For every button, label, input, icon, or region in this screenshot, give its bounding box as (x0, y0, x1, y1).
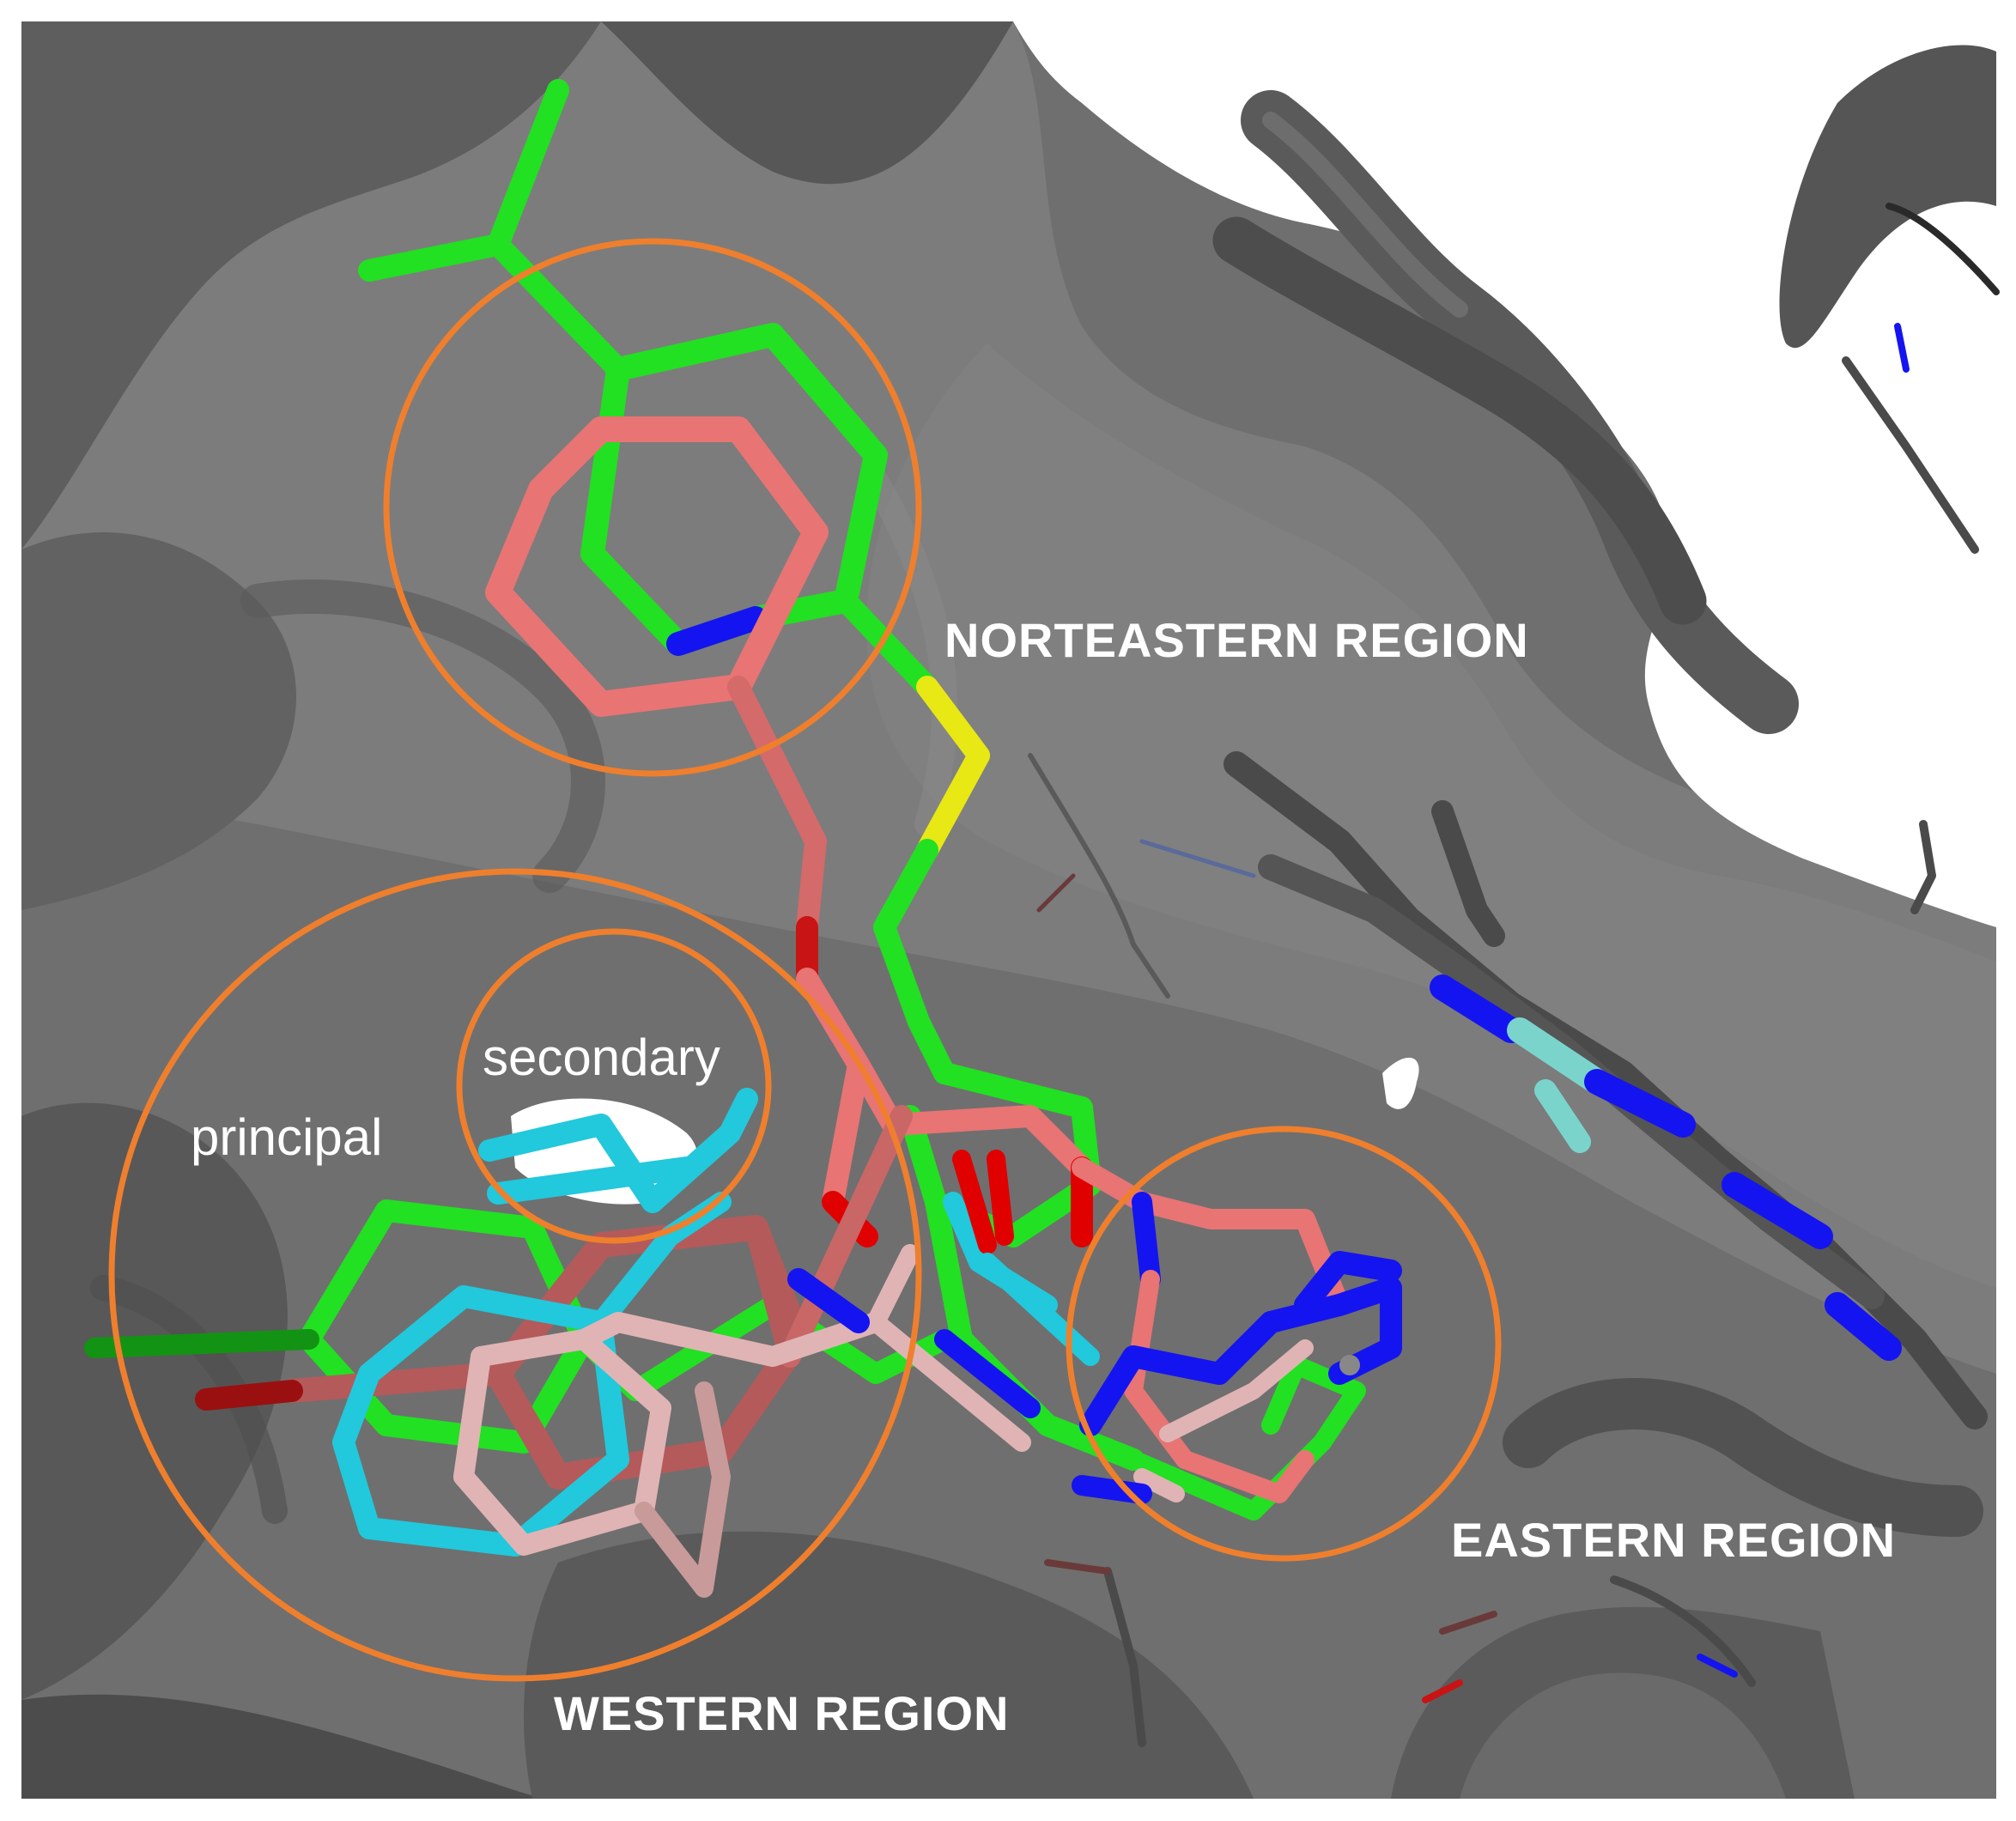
western-region-principal-circle (108, 868, 922, 1682)
principal-label: principal (191, 1108, 382, 1166)
ligand-pink (453, 1244, 1314, 1598)
eastern-region-circle (1066, 1126, 1502, 1562)
western-region-label: WESTERN REGION (554, 1686, 1009, 1740)
secondary-label: secondary (483, 1029, 720, 1086)
ligand-cyan (332, 1088, 1100, 1557)
northeastern-region-label: NORTEASTERN REGION (944, 613, 1529, 667)
eastern-region-label: EASTERN REGION (1451, 1513, 1896, 1567)
western-region-secondary-circle (456, 928, 772, 1244)
protein-ribbons (1028, 45, 2000, 1799)
region-circles (108, 238, 1502, 1682)
ligand-salmon (485, 416, 1350, 1503)
heme-group (1224, 751, 1988, 1429)
protein-surface (21, 21, 1996, 1799)
northeastern-region-circle (383, 238, 922, 777)
